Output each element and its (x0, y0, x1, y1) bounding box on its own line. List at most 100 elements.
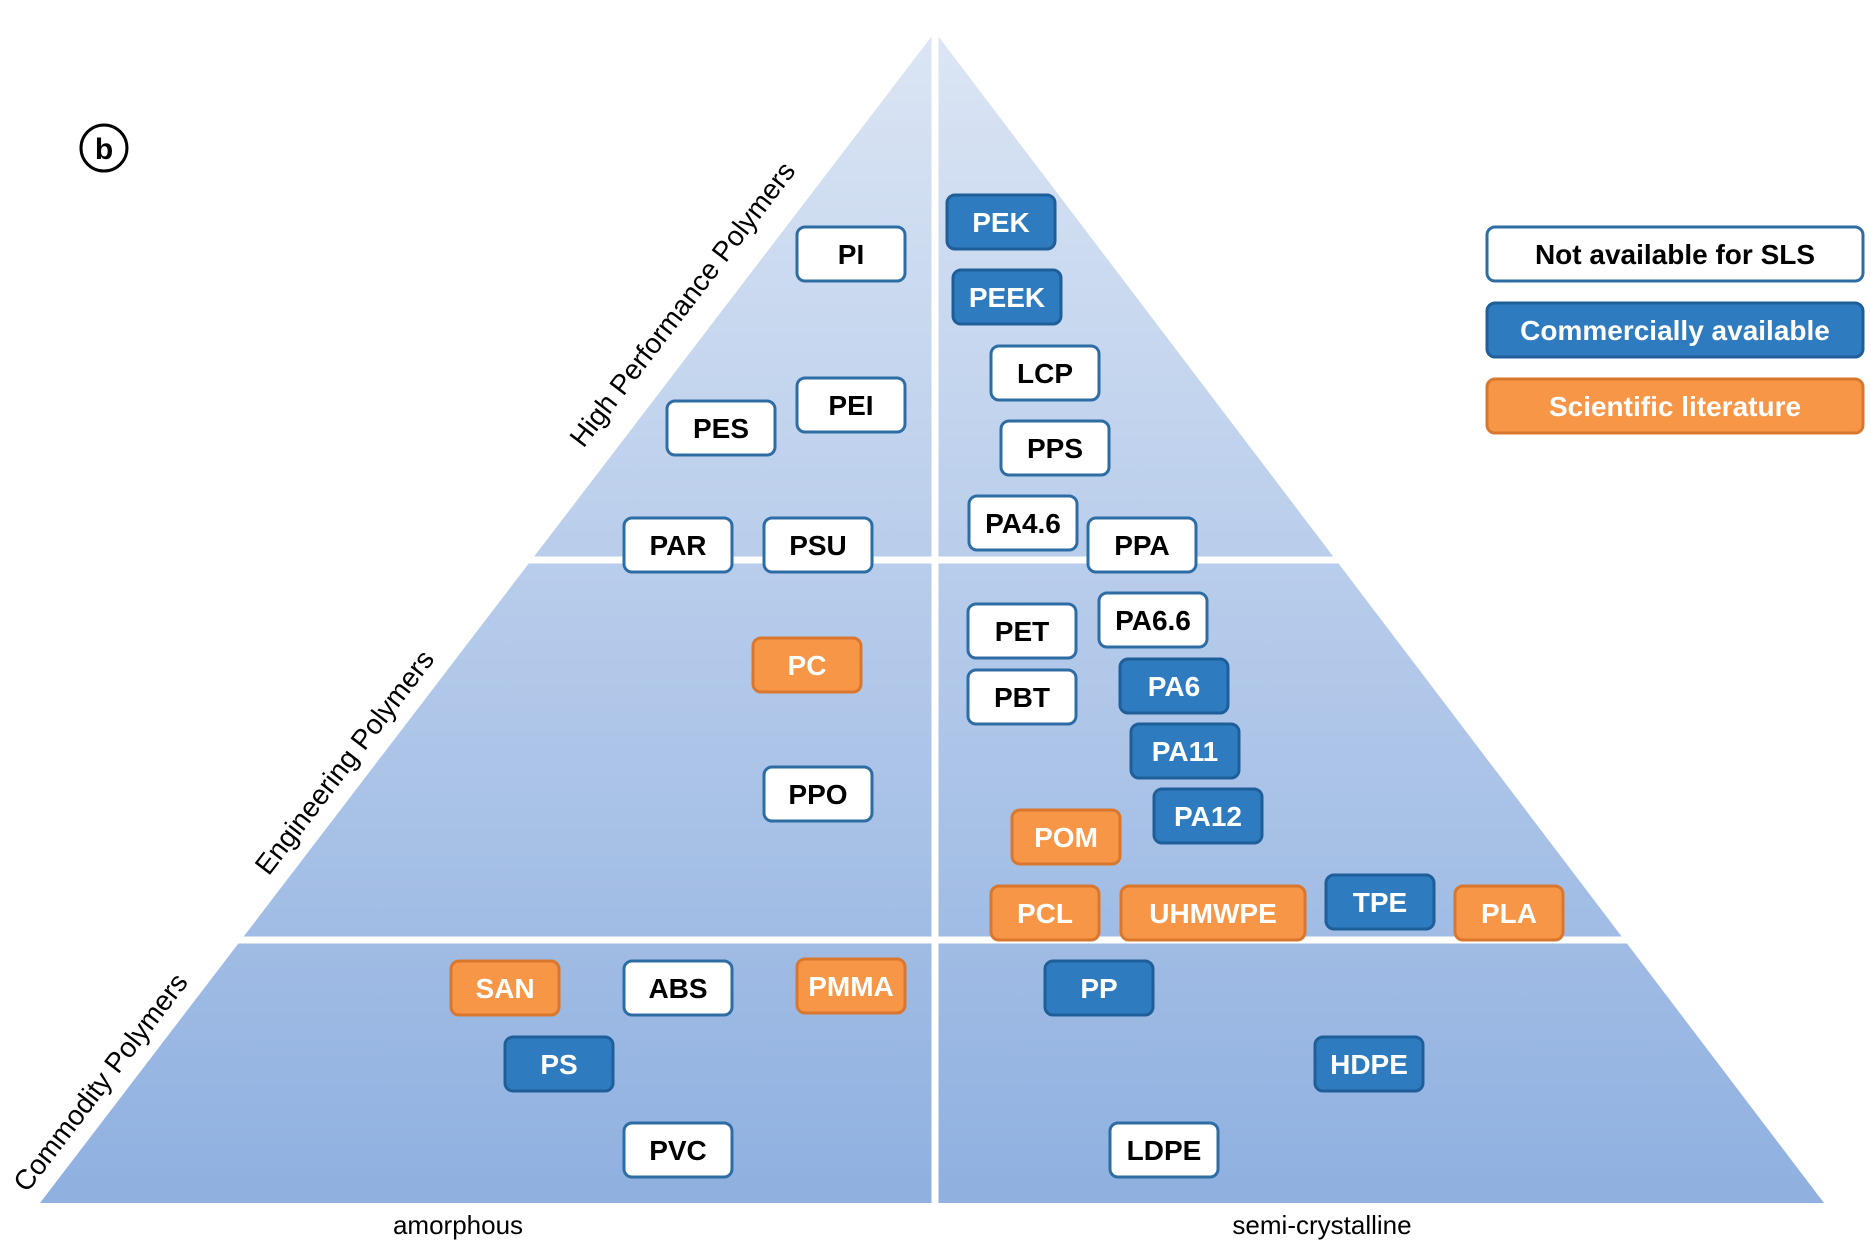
polymer-box-pp: PP (1043, 959, 1155, 1017)
axis-label-semi-crystalline: semi-crystalline (1232, 1210, 1411, 1240)
polymer-box-label: PI (838, 239, 864, 270)
polymer-box-bg (762, 765, 874, 823)
polymer-box-label: PA6.6 (1115, 605, 1191, 636)
polymer-box-pom: POM (1010, 808, 1122, 866)
polymer-box-ppo: PPO (762, 765, 874, 823)
polymer-box-bg (622, 516, 734, 574)
polymer-box-label: PPO (788, 779, 847, 810)
polymer-box-label: PS (540, 1049, 577, 1080)
legend-label: Commercially available (1520, 315, 1830, 346)
polymer-box-bg (966, 602, 1078, 660)
polymer-box-bg (622, 1121, 734, 1179)
polymer-box-par: PAR (622, 516, 734, 574)
polymer-box-bg (665, 399, 777, 457)
polymer-box-label: UHMWPE (1149, 898, 1277, 929)
polymer-box-label: PET (995, 616, 1049, 647)
polymer-box-bg (989, 344, 1101, 402)
polymer-box-label: PEK (972, 207, 1030, 238)
polymer-box-pek: PEK (945, 193, 1057, 251)
polymer-box-bg (1086, 516, 1198, 574)
polymer-box-bg (449, 959, 561, 1017)
polymer-box-tpe: TPE (1324, 873, 1436, 931)
polymer-box-label: PC (788, 650, 827, 681)
legend-label: Not available for SLS (1535, 239, 1815, 270)
polymer-box-bg (622, 959, 734, 1017)
polymer-box-ppa: PPA (1086, 516, 1198, 574)
polymer-box-abs: ABS (622, 959, 734, 1017)
polymer-box-pc: PC (751, 636, 863, 694)
polymer-box-pla: PLA (1453, 884, 1565, 942)
polymer-box-ps: PS (503, 1035, 615, 1093)
polymer-box-bg (751, 636, 863, 694)
polymer-box-pps: PPS (999, 419, 1111, 477)
polymer-box-bg (1118, 657, 1230, 715)
polymer-box-label: PEI (828, 390, 873, 421)
svg-text:b: b (95, 133, 113, 166)
polymer-box-label: HDPE (1330, 1049, 1408, 1080)
legend-label: Scientific literature (1549, 391, 1801, 422)
polymer-box-pa4-6: PA4.6 (967, 494, 1079, 552)
polymer-box-label: PAR (649, 530, 706, 561)
legend-swatch (1485, 377, 1865, 435)
polymer-box-label: PA4.6 (985, 508, 1061, 539)
polymer-box-label: PA11 (1152, 736, 1218, 767)
polymer-box-bg (966, 668, 1078, 726)
polymer-box-label: PP (1080, 973, 1117, 1004)
polymer-box-label: LDPE (1127, 1135, 1202, 1166)
polymer-box-label: PSU (789, 530, 847, 561)
polymer-box-bg (503, 1035, 615, 1093)
axis-label-amorphous: amorphous (393, 1210, 523, 1240)
polymer-box-label: PLA (1481, 898, 1537, 929)
polymer-box-bg (1097, 591, 1209, 649)
polymer-box-bg (967, 494, 1079, 552)
polymer-box-pa12: PA12 (1152, 787, 1264, 845)
polymer-box-psu: PSU (762, 516, 874, 574)
polymer-box-uhmwpe: UHMWPE (1119, 884, 1307, 942)
polymer-box-bg (1043, 959, 1155, 1017)
polymer-box-bg (1129, 722, 1241, 780)
legend-item-scientific: Scientific literature (1485, 377, 1865, 435)
polymer-box-bg (795, 225, 907, 283)
polymer-box-bg (1324, 873, 1436, 931)
polymer-box-label: PEEK (969, 282, 1045, 313)
polymer-box-pes: PES (665, 399, 777, 457)
polymer-box-label: PPS (1027, 433, 1083, 464)
polymer-box-pa11: PA11 (1129, 722, 1241, 780)
polymer-box-label: POM (1034, 822, 1098, 853)
polymer-box-pmma: PMMA (795, 957, 907, 1015)
panel-label: b (79, 123, 129, 173)
legend: Not available for SLS Commercially availa… (1485, 225, 1865, 435)
polymer-box-label: SAN (475, 973, 534, 1004)
legend-item-commercial: Commercially available (1485, 301, 1865, 359)
polymer-box-pei: PEI (795, 376, 907, 434)
polymer-box-bg (1119, 884, 1307, 942)
legend-item-not-available: Not available for SLS (1485, 225, 1865, 283)
polymer-box-bg (795, 957, 907, 1015)
polymer-box-pa6: PA6 (1118, 657, 1230, 715)
polymer-box-bg (989, 884, 1101, 942)
polymer-box-label: PA12 (1174, 801, 1242, 832)
polymer-box-bg (1152, 787, 1264, 845)
polymer-box-bg (1313, 1035, 1425, 1093)
polymer-box-label: PES (693, 413, 749, 444)
polymer-box-lcp: LCP (989, 344, 1101, 402)
polymer-box-peek: PEEK (951, 268, 1063, 326)
polymer-box-label: ABS (648, 973, 707, 1004)
polymer-boxes: PI PEI PES PAR PSU PEK PEEK LCP PPS PA4.6 PPA PC PPO… (449, 193, 1565, 1179)
polymer-box-label: TPE (1353, 887, 1407, 918)
polymer-box-pbt: PBT (966, 668, 1078, 726)
polymer-box-label: PVC (649, 1135, 707, 1166)
polymer-box-bg (951, 268, 1063, 326)
polymer-box-label: PMMA (808, 971, 894, 1002)
polymer-box-pi: PI (795, 225, 907, 283)
polymer-box-pcl: PCL (989, 884, 1101, 942)
polymer-box-label: PCL (1017, 898, 1073, 929)
polymer-box-pa6-6: PA6.6 (1097, 591, 1209, 649)
polymer-box-label: PBT (994, 682, 1050, 713)
polymer-box-bg (795, 376, 907, 434)
polymer-box-label: LCP (1017, 358, 1073, 389)
polymer-box-ldpe: LDPE (1108, 1121, 1220, 1179)
polymer-box-label: PA6 (1148, 671, 1200, 702)
polymer-box-bg (999, 419, 1111, 477)
